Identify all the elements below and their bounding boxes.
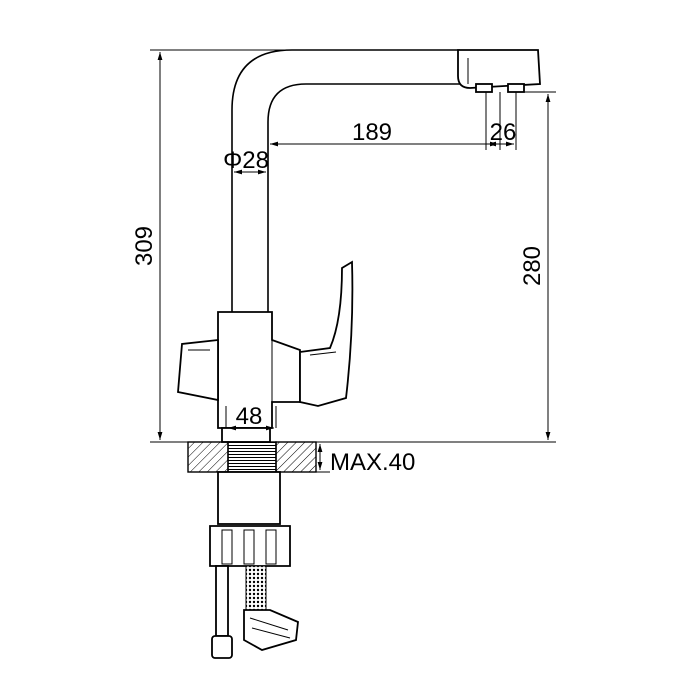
dim-spout-reach: 189 xyxy=(352,119,392,146)
counter-right xyxy=(275,441,317,473)
dim-max-thickness: MAX.40 xyxy=(330,449,415,476)
right-handle xyxy=(299,260,354,407)
dim-pipe-diameter: Φ28 xyxy=(223,147,269,174)
braided-hose xyxy=(245,565,267,611)
dimension-lines xyxy=(150,49,556,473)
threaded-shank xyxy=(227,441,277,473)
spout-head xyxy=(457,49,541,89)
hose-fitting xyxy=(243,609,299,651)
base-ring xyxy=(221,427,271,443)
dim-base-diameter: 48 xyxy=(236,403,263,430)
dim-total-height: 309 xyxy=(131,226,158,266)
mounting-nut xyxy=(209,525,291,567)
spout-pipe-inner xyxy=(267,83,462,312)
counter-left xyxy=(187,441,229,473)
mounting-rod xyxy=(217,471,281,525)
outlet-left xyxy=(475,83,493,93)
countertop-section xyxy=(187,441,317,473)
dim-spout-height: 280 xyxy=(519,246,546,286)
outlet-right xyxy=(507,83,525,93)
mounting-stud xyxy=(215,565,229,637)
left-lever xyxy=(177,338,219,402)
dim-outlet-width: 26 xyxy=(490,119,517,146)
mounting-hardware xyxy=(209,471,299,659)
